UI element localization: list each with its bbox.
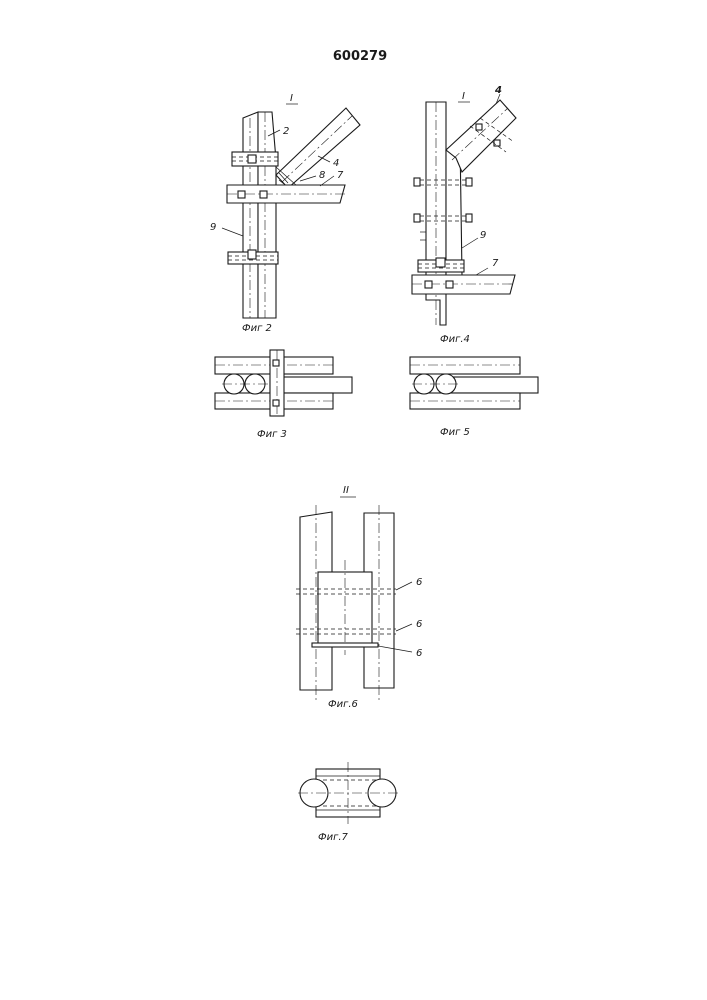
fig3-caption: Фиг 3 [257,429,287,440]
patent-number: 600279 [333,49,387,64]
fig4-label-4: 4 [494,85,502,96]
fig2-label-8: 8 [319,170,325,181]
figure-7: Фиг.7 [298,762,398,843]
fig5-caption: Фиг 5 [440,427,470,438]
fig2-label-2: 2 [283,126,289,137]
figure-2: I 2 4 8 7 [210,93,360,334]
figure-4: I 4 [412,85,516,345]
fig4-label-9: 9 [480,230,486,241]
fig2-label-4: 4 [333,158,339,169]
figure-3: Фиг 3 [215,350,352,440]
fig6-label-6-top: 6 [416,577,422,588]
fig2-caption: Фиг 2 [242,323,272,334]
fig6-view-mark: II [343,485,349,496]
fig2-view-mark: I [290,93,293,104]
fig2-label-9: 9 [210,222,216,233]
fig4-label-7: 7 [492,258,499,269]
fig6-caption: Фиг.6 [328,699,358,710]
fig2-rear-column [243,112,258,318]
figure-6: II 6 6 6 Фиг.6 [296,485,422,710]
figure-5: Фиг 5 [410,357,538,438]
fig2-label-7: 7 [337,170,344,181]
fig4-caption: Фиг.4 [440,334,470,345]
fig7-caption: Фиг.7 [318,832,349,843]
fig6-label-6-bottom: 6 [416,648,422,659]
fig4-view-mark: I [462,91,465,102]
fig6-label-6-mid: 6 [416,619,422,630]
fig2-main-column [258,112,276,318]
